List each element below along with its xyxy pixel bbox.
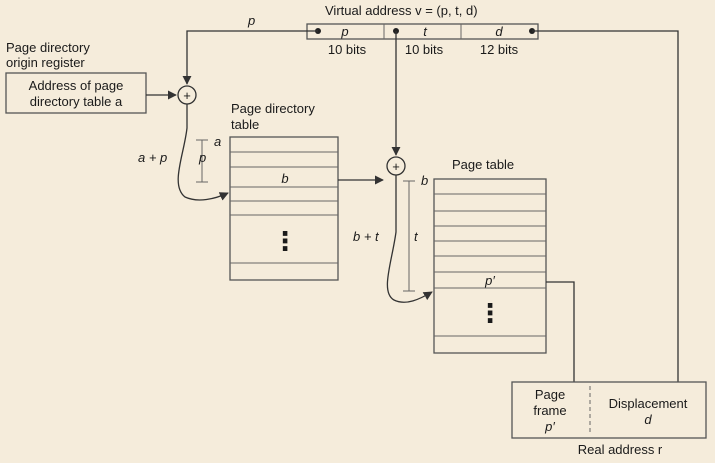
dir-offset-label: a + p bbox=[138, 150, 167, 165]
va-bits-p: 10 bits bbox=[328, 42, 367, 57]
va-bits-t: 10 bits bbox=[405, 42, 444, 57]
page-directory-entry-b: b bbox=[281, 171, 288, 186]
va-field-p: p bbox=[340, 24, 348, 39]
adder-1-to-directory-arrow bbox=[177, 104, 229, 201]
frame-label-3: p′ bbox=[544, 419, 555, 434]
origin-register-box bbox=[5, 72, 147, 114]
pt-t-label: t bbox=[414, 229, 419, 244]
real-address-title: Real address r bbox=[578, 442, 663, 457]
page-table-entry-pprime: p′ bbox=[484, 273, 495, 288]
p-arrow-label: p bbox=[247, 13, 255, 28]
real-address-box bbox=[511, 381, 707, 439]
page-table bbox=[433, 178, 547, 354]
pt-offset-label: b + t bbox=[353, 229, 380, 244]
page-table-to-frame-arrow bbox=[546, 281, 579, 394]
adder-2-to-page-table-arrow bbox=[386, 175, 433, 303]
va-field-t: t bbox=[423, 24, 428, 39]
page-directory-table bbox=[229, 136, 339, 281]
origin-register-title-2: origin register bbox=[6, 55, 85, 70]
page-directory-title-1: Page directory bbox=[231, 101, 315, 116]
origin-register-title-1: Page directory bbox=[6, 40, 90, 55]
va-bits-d: 12 bits bbox=[480, 42, 519, 57]
va-field-d: d bbox=[495, 24, 503, 39]
virtual-address-title: Virtual address v = (p, t, d) bbox=[325, 3, 478, 18]
frame-label-1: Page bbox=[535, 387, 565, 402]
displacement-label-2: d bbox=[644, 412, 652, 427]
origin-register-content-2: directory table a bbox=[30, 94, 123, 109]
page-directory-ellipsis: ⋮ bbox=[272, 226, 298, 256]
frame-label-2: frame bbox=[533, 403, 566, 418]
dir-p-label: p bbox=[198, 150, 206, 165]
pt-b-label: b bbox=[421, 173, 428, 188]
page-table-title: Page table bbox=[452, 157, 514, 172]
dir-a-label: a bbox=[214, 134, 221, 149]
page-directory-title-2: table bbox=[231, 117, 259, 132]
adder-1-symbol: + bbox=[183, 88, 191, 103]
displacement-label-1: Displacement bbox=[609, 396, 688, 411]
p-to-adder-arrow bbox=[182, 30, 318, 85]
adder-2-symbol: + bbox=[392, 159, 400, 174]
origin-register-content-1: Address of page bbox=[29, 78, 124, 93]
page-table-ellipsis: ⋮ bbox=[477, 298, 503, 328]
d-to-displacement-arrow bbox=[532, 30, 683, 394]
